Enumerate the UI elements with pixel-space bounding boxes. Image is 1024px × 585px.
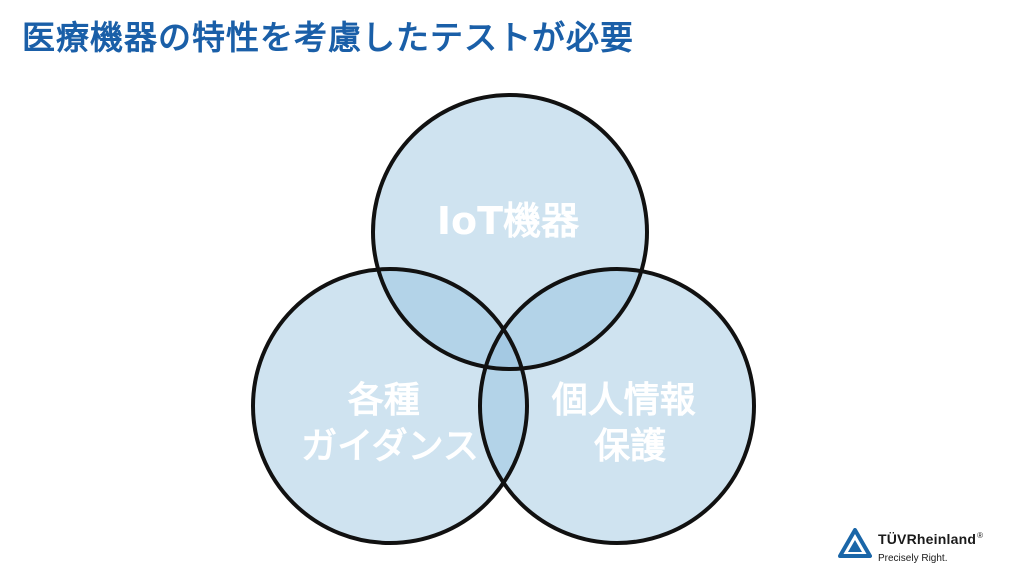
tuv-triangle-icon bbox=[838, 528, 872, 558]
label-privacy: 個人情報 保護 bbox=[551, 380, 709, 467]
overlap-top-right bbox=[480, 269, 647, 369]
overlap-top-left bbox=[373, 269, 527, 369]
logo-registered-mark: ® bbox=[977, 531, 984, 541]
logo-name: TÜVRheinland® bbox=[878, 531, 983, 547]
label-guidance-line-2: ガイダンス bbox=[301, 426, 479, 467]
label-guidance: 各種 ガイダンス bbox=[301, 380, 479, 467]
circle-right-outline bbox=[478, 267, 756, 545]
label-iot-devices-line-1: IoT機器 bbox=[437, 199, 580, 243]
circle-left-outline bbox=[251, 267, 529, 545]
tuv-rheinland-logo: TÜVRheinland® Precisely Right. bbox=[838, 528, 1008, 572]
label-guidance-line-1: 各種 bbox=[348, 380, 420, 421]
label-iot-devices: IoT機器 bbox=[437, 199, 580, 243]
circle-top-outline bbox=[371, 93, 649, 371]
logo-name-text: TÜVRheinland bbox=[878, 531, 977, 547]
logo-tagline: Precisely Right. bbox=[878, 553, 948, 564]
label-privacy-line-2: 保護 bbox=[594, 426, 667, 467]
slide-title: 医療機器の特性を考慮したテストが必要 bbox=[22, 18, 634, 57]
label-privacy-line-1: 個人情報 bbox=[551, 380, 696, 421]
